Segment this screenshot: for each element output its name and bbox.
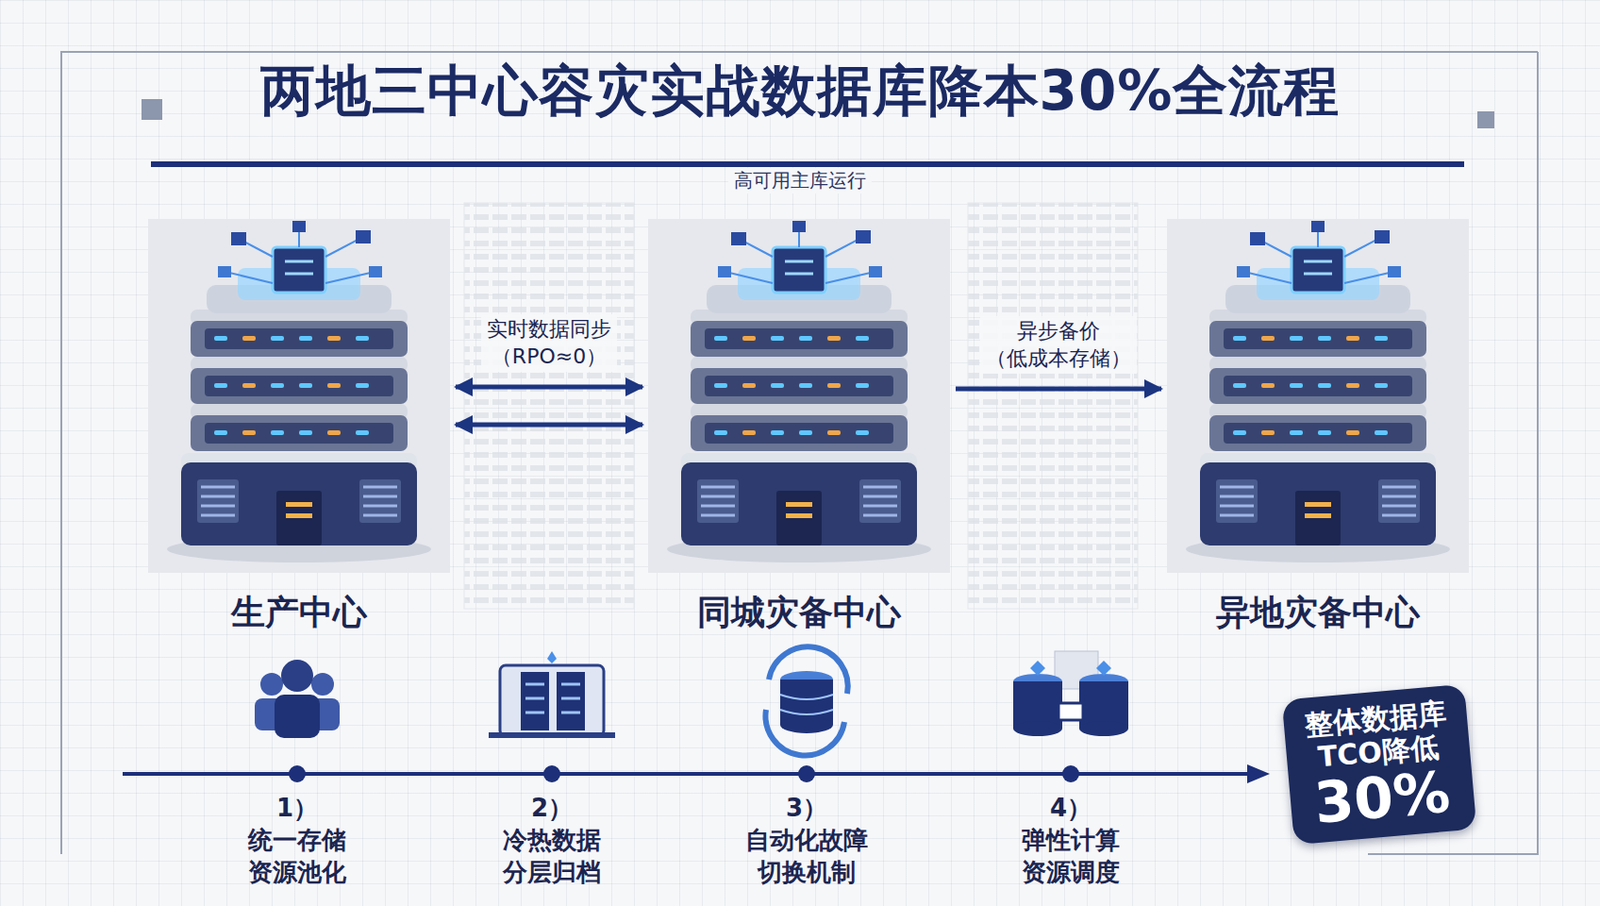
step-label: 2）冷热数据 分层归档	[502, 792, 601, 888]
edge-label: 实时数据同步 （RPO≈0）	[481, 314, 617, 372]
center-name: 生产中心	[148, 589, 450, 636]
sync-arrow	[955, 386, 1162, 392]
database-cluster-icon	[1013, 650, 1129, 736]
server-icon	[488, 650, 616, 738]
database-icon	[765, 646, 848, 755]
corner-square	[141, 99, 163, 120]
edge-label: 异步备价 （低成本存储）	[980, 316, 1137, 374]
data-center: 异地灾备中心	[1166, 218, 1469, 636]
data-center: 生产中心	[148, 218, 450, 636]
step-label: 4）弹性计算 资源调度	[1021, 792, 1120, 888]
building-illustration	[148, 218, 450, 573]
people-icon	[254, 659, 340, 738]
badge-text: 整体数据库 TCO降低	[1303, 697, 1450, 775]
corner-square	[1477, 111, 1495, 129]
step-label: 3）自动化故障 切换机制	[745, 792, 868, 888]
timeline-dots	[288, 765, 1080, 783]
center-name: 异地灾备中心	[1166, 589, 1469, 636]
building-illustration	[1166, 218, 1469, 573]
timeline-head	[1247, 764, 1270, 784]
frame-line	[61, 51, 1538, 854]
building-illustration	[648, 218, 950, 573]
tco-badge: 整体数据库 TCO降低30%	[1282, 683, 1478, 845]
badge-number: 30%	[1309, 761, 1456, 834]
center-name: 同城灾备中心	[648, 589, 950, 636]
data-center: 同城灾备中心	[648, 218, 950, 636]
faded-racks	[464, 202, 1138, 609]
title-rule	[150, 161, 1465, 167]
diagram-title: 两地三中心容灾实战数据库降本30%全流程	[0, 54, 1600, 129]
sync-arrow	[455, 422, 643, 428]
sync-arrow	[455, 384, 643, 390]
step-label: 1）统一存储 资源池化	[248, 792, 347, 888]
subtitle-note: 高可用主库运行	[728, 167, 872, 194]
